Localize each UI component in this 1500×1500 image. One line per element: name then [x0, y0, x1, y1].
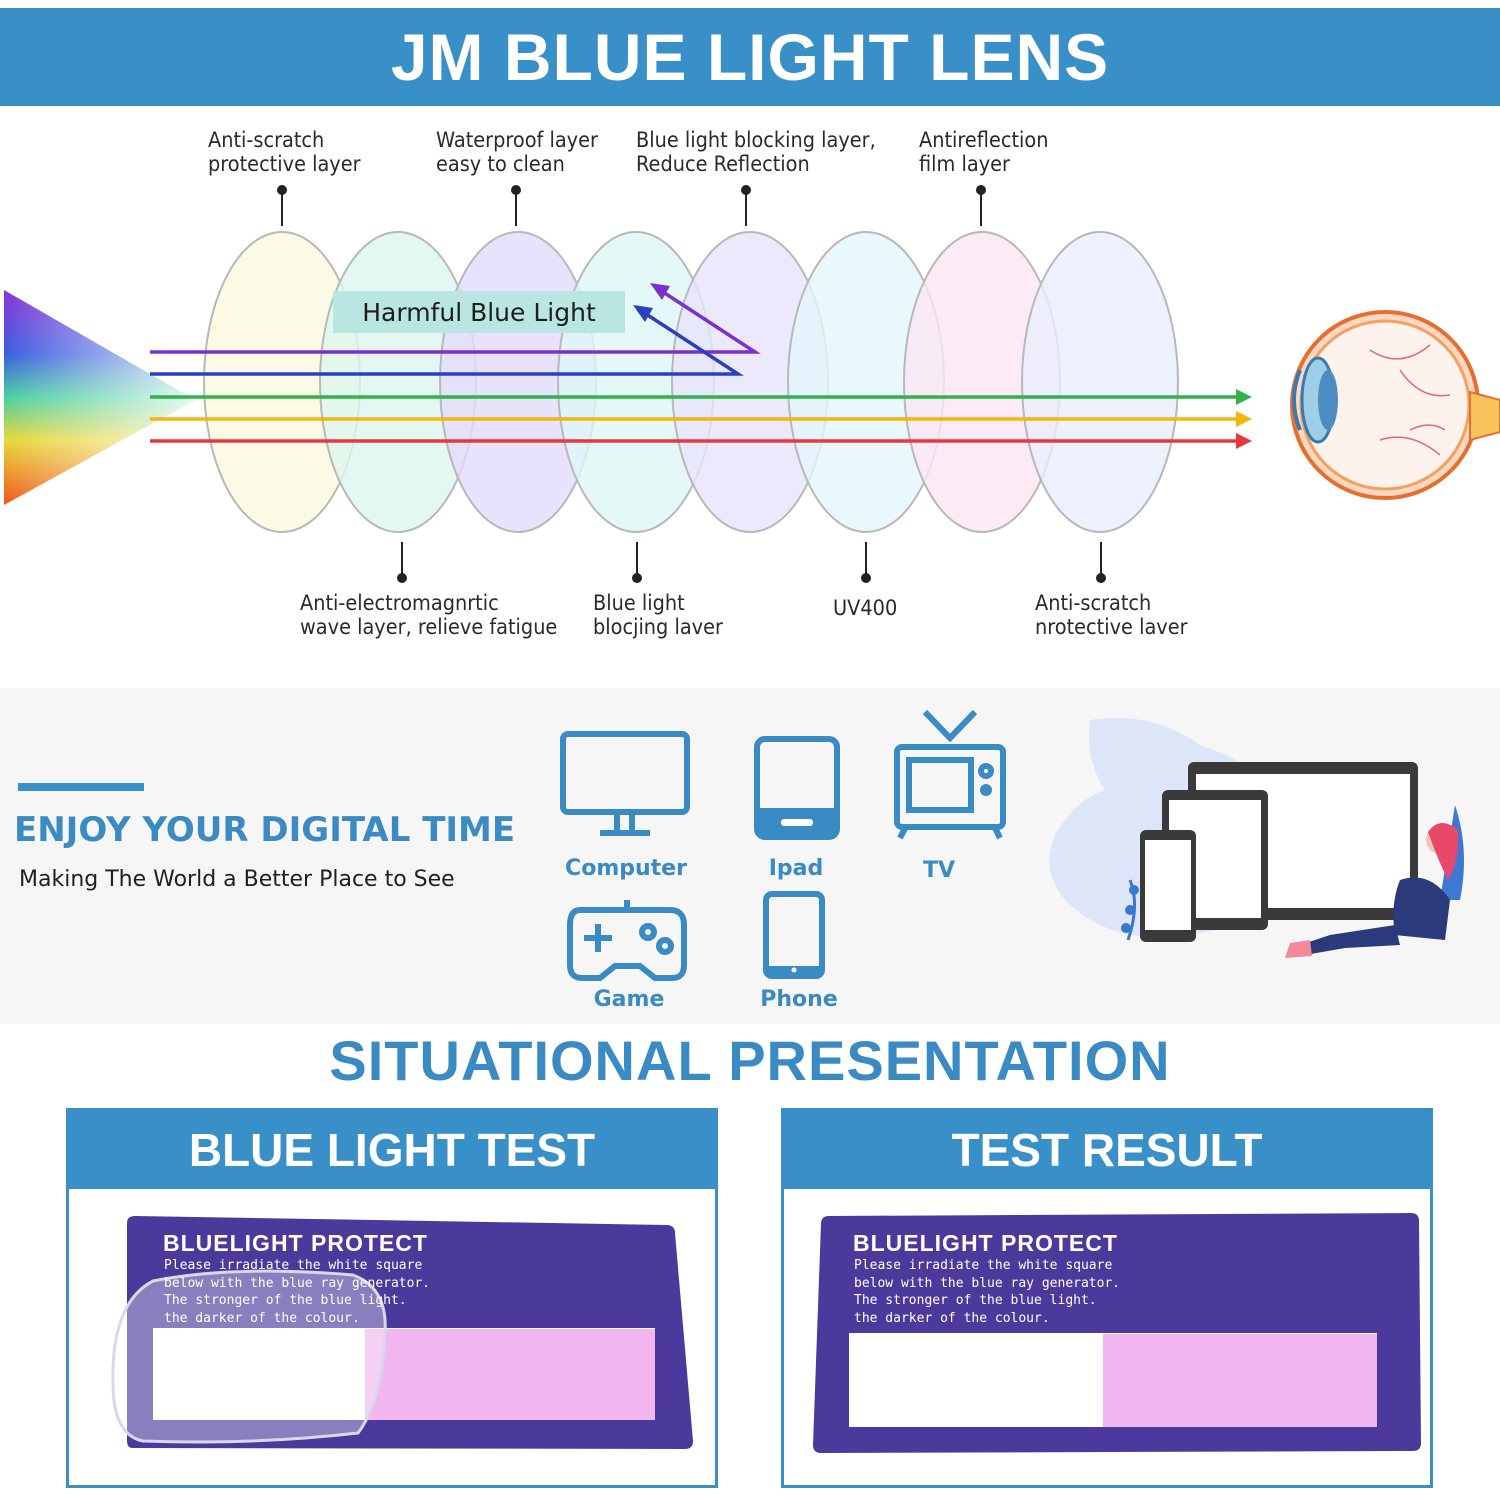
eye-icon [1290, 310, 1500, 500]
layer-label-anti-scratch: Anti-scratch protective layer [208, 128, 361, 176]
layer-label-anti-electromagnetic: Anti-electromagnrtic wave layer, relieve… [300, 591, 558, 639]
game-icon [567, 900, 687, 981]
layer-label-uv400: UV400 [833, 596, 898, 620]
page-banner: JM BLUE LIGHT LENS [0, 8, 1500, 106]
accent-divider [18, 783, 144, 791]
test-card [111, 1216, 693, 1449]
card-instructions: Please irradiate the white square below … [854, 1258, 1121, 1326]
panel-blue-light-test: BLUE LIGHT TEST BLUELIGHT PROTECT Please… [66, 1108, 718, 1488]
lens-stack [203, 231, 1179, 533]
digital-subtitle: Making The World a Better Place to See [19, 867, 455, 892]
lens-sample [111, 1269, 387, 1444]
result-card [813, 1213, 1421, 1453]
tv-icon [894, 709, 1006, 840]
layer-label-blue-blocking: Blue light blocking layer, Reduce Reflec… [636, 128, 876, 176]
layer-label-antireflection: Antireflection film layer [919, 128, 1049, 176]
pointer-lines [277, 185, 1106, 583]
card-title: BLUELIGHT PROTECT [163, 1230, 428, 1256]
layer-label-blue-blocking-2: Blue light blocjing laver [593, 591, 723, 639]
harmful-blue-light-label: Harmful Blue Light [333, 291, 625, 333]
light-rays [150, 283, 1252, 449]
device-label-computer: Computer [565, 856, 687, 881]
devices-illustration [1049, 717, 1464, 958]
lens-diagram [4, 185, 1500, 583]
digital-title: ENJOY YOUR DIGITAL TIME [14, 810, 516, 850]
layer-label-anti-scratch-2: Anti-scratch nrotective laver [1035, 591, 1188, 639]
device-label-ipad: Ipad [768, 856, 824, 881]
device-label-tv: TV [922, 858, 956, 883]
device-label-phone: Phone [760, 987, 838, 1012]
panel-title: BLUE LIGHT TEST [69, 1111, 715, 1189]
panel-test-result: TEST RESULT BLUELIGHT PROTECT Please irr… [781, 1108, 1433, 1488]
card-instructions: Please irradiate the white square below … [164, 1258, 431, 1326]
computer-icon [560, 731, 690, 836]
situational-title: SITUATIONAL PRESENTATION [329, 1029, 1171, 1092]
device-icons [560, 709, 1006, 981]
layer-label-waterproof: Waterproof layer easy to clean [436, 128, 598, 176]
panel-title: TEST RESULT [784, 1111, 1430, 1189]
device-label-game: Game [593, 987, 665, 1012]
ipad-icon [754, 736, 840, 840]
card-title: BLUELIGHT PROTECT [853, 1230, 1118, 1256]
phone-icon [763, 891, 825, 979]
